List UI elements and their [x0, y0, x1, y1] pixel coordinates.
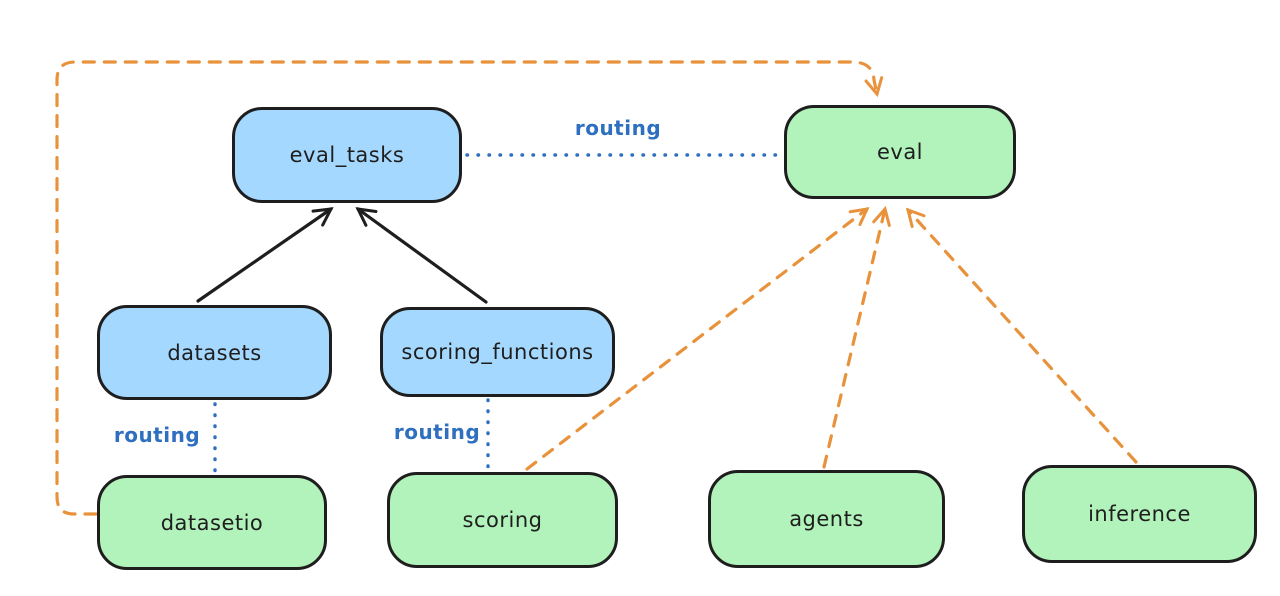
node-datasetio: datasetio	[97, 475, 327, 570]
edge-scoring-to-eval	[525, 207, 870, 471]
edge-agents-to-eval	[822, 205, 891, 469]
node-datasets-label: datasets	[167, 340, 262, 365]
node-inference: inference	[1022, 465, 1257, 563]
node-inference-label: inference	[1088, 502, 1191, 526]
node-scoring: scoring	[387, 472, 618, 568]
edge-label-routing-eval-tasks-eval: routing	[574, 116, 662, 140]
edge-datasets-to-eval-tasks	[196, 207, 334, 303]
edge-scoring-functions-to-eval-tasks	[355, 207, 488, 304]
node-agents: agents	[708, 470, 945, 568]
edge-inference-to-eval	[905, 207, 1138, 464]
edge-label-routing-scoring-functions-scoring: routing	[393, 420, 481, 444]
edge-label-routing-datasets-datasetio: routing	[113, 423, 201, 447]
edge-datasetio-to-eval	[55, 60, 884, 516]
node-datasetio-label: datasetio	[160, 510, 264, 535]
node-agents-label: agents	[789, 507, 864, 531]
node-scoring-label: scoring	[462, 508, 543, 532]
node-datasets: datasets	[97, 305, 332, 400]
node-scoring-functions-label: scoring_functions	[401, 340, 594, 364]
node-eval-label: eval	[876, 140, 924, 164]
node-eval-tasks-label: eval_tasks	[289, 143, 405, 167]
node-scoring-functions: scoring_functions	[380, 307, 615, 397]
node-eval: eval	[784, 105, 1016, 199]
node-eval-tasks: eval_tasks	[232, 107, 462, 203]
